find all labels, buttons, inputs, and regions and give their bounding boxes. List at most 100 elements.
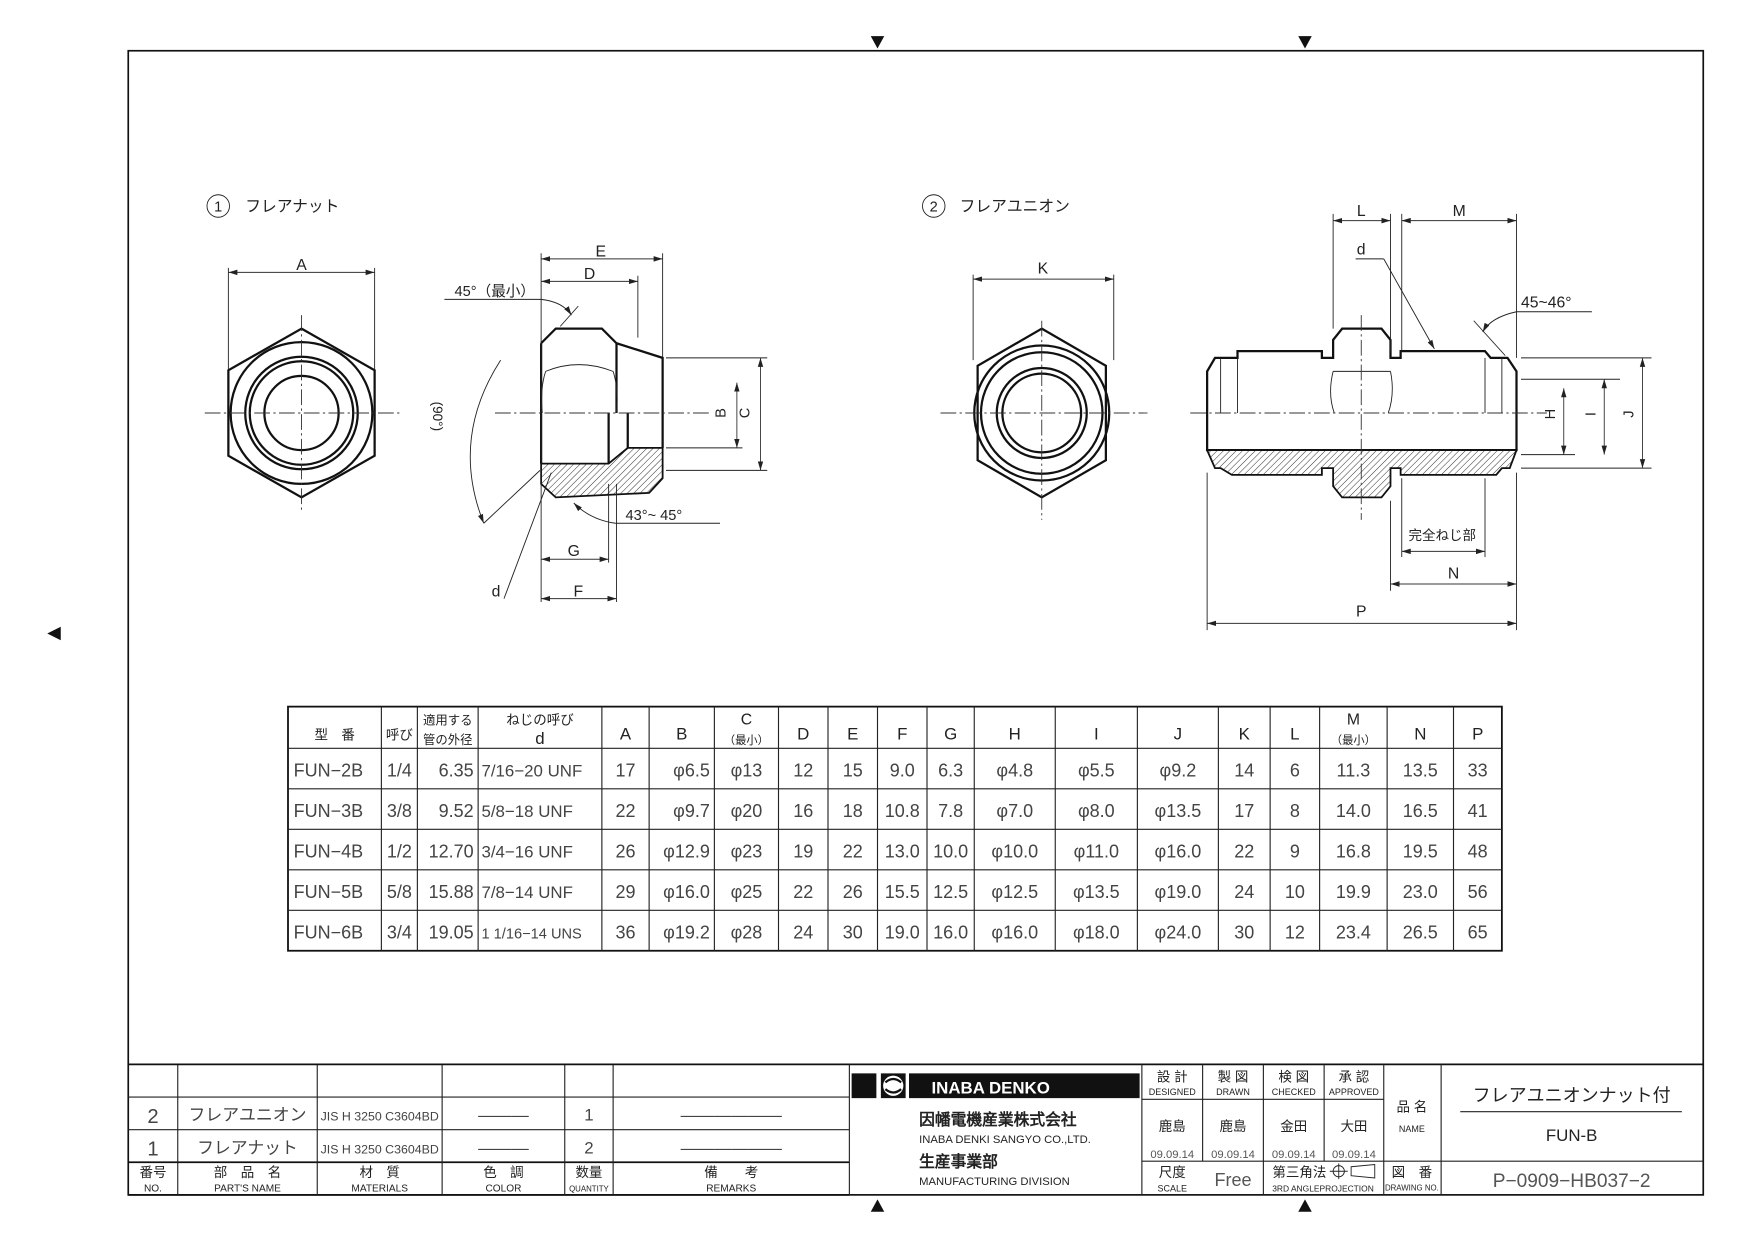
table-cell: 22 xyxy=(843,841,863,861)
table-header-cell: （最小） xyxy=(1331,734,1376,747)
role-person-name: 大田 xyxy=(1340,1119,1367,1134)
table-cell: 9.0 xyxy=(890,760,915,780)
table-cell: 5/8 xyxy=(387,882,412,902)
table-cell: φ18.0 xyxy=(1073,922,1120,942)
table-header-cell: ねじの呼び xyxy=(506,713,574,728)
parts-list-header-jp: 数量 xyxy=(575,1165,602,1180)
table-header-cell: 型 番 xyxy=(314,727,355,742)
union-front-view: K xyxy=(940,261,1148,520)
table-cell: 12 xyxy=(1285,922,1305,942)
dim-label-j: J xyxy=(1622,410,1638,417)
table-cell: 19.5 xyxy=(1403,841,1438,861)
angle-label-union: 45~46° xyxy=(1521,294,1572,311)
table-cell: 41 xyxy=(1468,801,1488,821)
table-cell: 3/4 xyxy=(387,922,412,942)
part2-heading: 2 フレアユニオン xyxy=(922,194,1070,218)
third-angle-projection-icon xyxy=(1329,1163,1376,1180)
table-cell: φ20 xyxy=(731,801,763,821)
dim-label-e: E xyxy=(595,244,606,261)
table-cell: φ6.5 xyxy=(673,760,710,780)
table-cell: 26.5 xyxy=(1403,922,1438,942)
angle-label-90: (90°) xyxy=(430,402,445,431)
part2-number: 2 xyxy=(930,200,938,216)
parts-list-remarks: —————— xyxy=(681,1106,782,1125)
table-cell: φ12.5 xyxy=(991,882,1038,902)
role-person-name: 金田 xyxy=(1280,1119,1307,1134)
table-cell: 19.9 xyxy=(1336,882,1371,902)
drawing-frame xyxy=(127,49,1705,1196)
part1-heading: 1 フレアナット xyxy=(206,194,339,218)
table-cell: φ4.8 xyxy=(996,760,1033,780)
table-cell: φ9.7 xyxy=(673,801,710,821)
table-header-cell: J xyxy=(1174,724,1182,743)
parts-list-no: 2 xyxy=(147,1106,158,1128)
table-cell: φ9.2 xyxy=(1160,760,1197,780)
company-name-jp: 因幡電機産業株式会社 xyxy=(919,1110,1077,1129)
union-section-view: L M d 45~46° H I J 完全ねじ部 N P xyxy=(1190,203,1652,631)
table-cell: 11.3 xyxy=(1337,760,1371,780)
scale-label-en: SCALE xyxy=(1157,1184,1187,1194)
parts-list-material: JIS H 3250 C3604BD xyxy=(321,1110,439,1124)
logo-text: INABA DENKO xyxy=(932,1079,1050,1098)
table-header-cell: 呼び xyxy=(386,727,413,742)
table-header-cell: 管の外径 xyxy=(423,732,472,747)
parts-list-header-jp: 色 調 xyxy=(483,1164,524,1180)
table-header-cell: B xyxy=(676,724,687,743)
parts-list-remarks: —————— xyxy=(681,1138,782,1157)
table-cell: 10.8 xyxy=(885,801,920,821)
role-label-jp: 検 図 xyxy=(1278,1069,1309,1084)
table-cell: 7/8−14 UNF xyxy=(482,883,573,902)
parts-list-material: JIS H 3250 C3604BD xyxy=(321,1142,439,1156)
table-cell: 16.5 xyxy=(1403,801,1438,821)
division-name-jp: 生産事業部 xyxy=(919,1152,998,1171)
table-cell: φ13 xyxy=(731,760,763,780)
scale-label-jp: 尺度 xyxy=(1159,1165,1186,1180)
table-cell: φ16.0 xyxy=(991,922,1038,942)
center-mark-left xyxy=(47,626,61,641)
drawing-no-label-jp: 図 番 xyxy=(1392,1165,1433,1180)
table-header-cell: H xyxy=(1009,724,1021,743)
table-header-cell: C xyxy=(741,712,752,729)
table-cell: 6 xyxy=(1290,760,1300,780)
parts-list-color: ——— xyxy=(478,1106,529,1125)
dim-label-p: P xyxy=(1356,604,1367,621)
table-header-cell: D xyxy=(797,724,809,743)
center-mark-top-1 xyxy=(870,36,885,49)
dim-label-d-union: d xyxy=(1357,241,1366,258)
table-cell: 12.5 xyxy=(933,882,968,902)
role-label-en: DESIGNED xyxy=(1149,1087,1197,1097)
table-cell: 6.35 xyxy=(439,760,474,780)
part1-title: フレアナット xyxy=(245,199,339,216)
table-cell: φ16.0 xyxy=(663,882,710,902)
table-header-cell: M xyxy=(1347,712,1360,729)
parts-list-header-en: NO. xyxy=(144,1184,162,1195)
table-cell: 24 xyxy=(1234,882,1254,902)
angle-label-flare: 43°~ 45° xyxy=(626,508,683,524)
table-cell: φ11.0 xyxy=(1074,841,1119,861)
table-cell: 23.4 xyxy=(1336,922,1371,942)
full-thread-label: 完全ねじ部 xyxy=(1409,527,1477,543)
projection-label-en: 3RD ANGLEPROJECTION xyxy=(1272,1184,1374,1194)
title-block: INABA DENKO 因幡電機産業株式会社 INABA DENKI SANGY… xyxy=(128,1063,1704,1195)
table-header-cell: N xyxy=(1414,724,1426,743)
table-cell: 6.3 xyxy=(938,760,963,780)
dim-label-c: C xyxy=(737,408,753,419)
parts-list-qty: 1 xyxy=(584,1106,593,1125)
company-name-en: INABA DENKI SANGYO CO.,LTD. xyxy=(919,1134,1091,1146)
dim-label-a: A xyxy=(296,257,307,274)
parts-list-header-en: QUANTITY xyxy=(569,1185,609,1194)
table-header-cell: A xyxy=(620,724,632,743)
table-cell: 7.8 xyxy=(938,801,963,821)
table-cell: 10 xyxy=(1285,882,1305,902)
parts-list-color: ——— xyxy=(478,1138,529,1157)
table-cell: 3/8 xyxy=(387,801,412,821)
parts-list-header-en: REMARKS xyxy=(706,1184,756,1195)
table-cell: 17 xyxy=(615,760,635,780)
table-cell: φ13.5 xyxy=(1073,882,1120,902)
dim-label-k: K xyxy=(1038,261,1049,278)
table-cell: φ10.0 xyxy=(991,841,1038,861)
role-date: 09.09.14 xyxy=(1272,1149,1316,1161)
role-label-jp: 承 認 xyxy=(1339,1069,1370,1084)
